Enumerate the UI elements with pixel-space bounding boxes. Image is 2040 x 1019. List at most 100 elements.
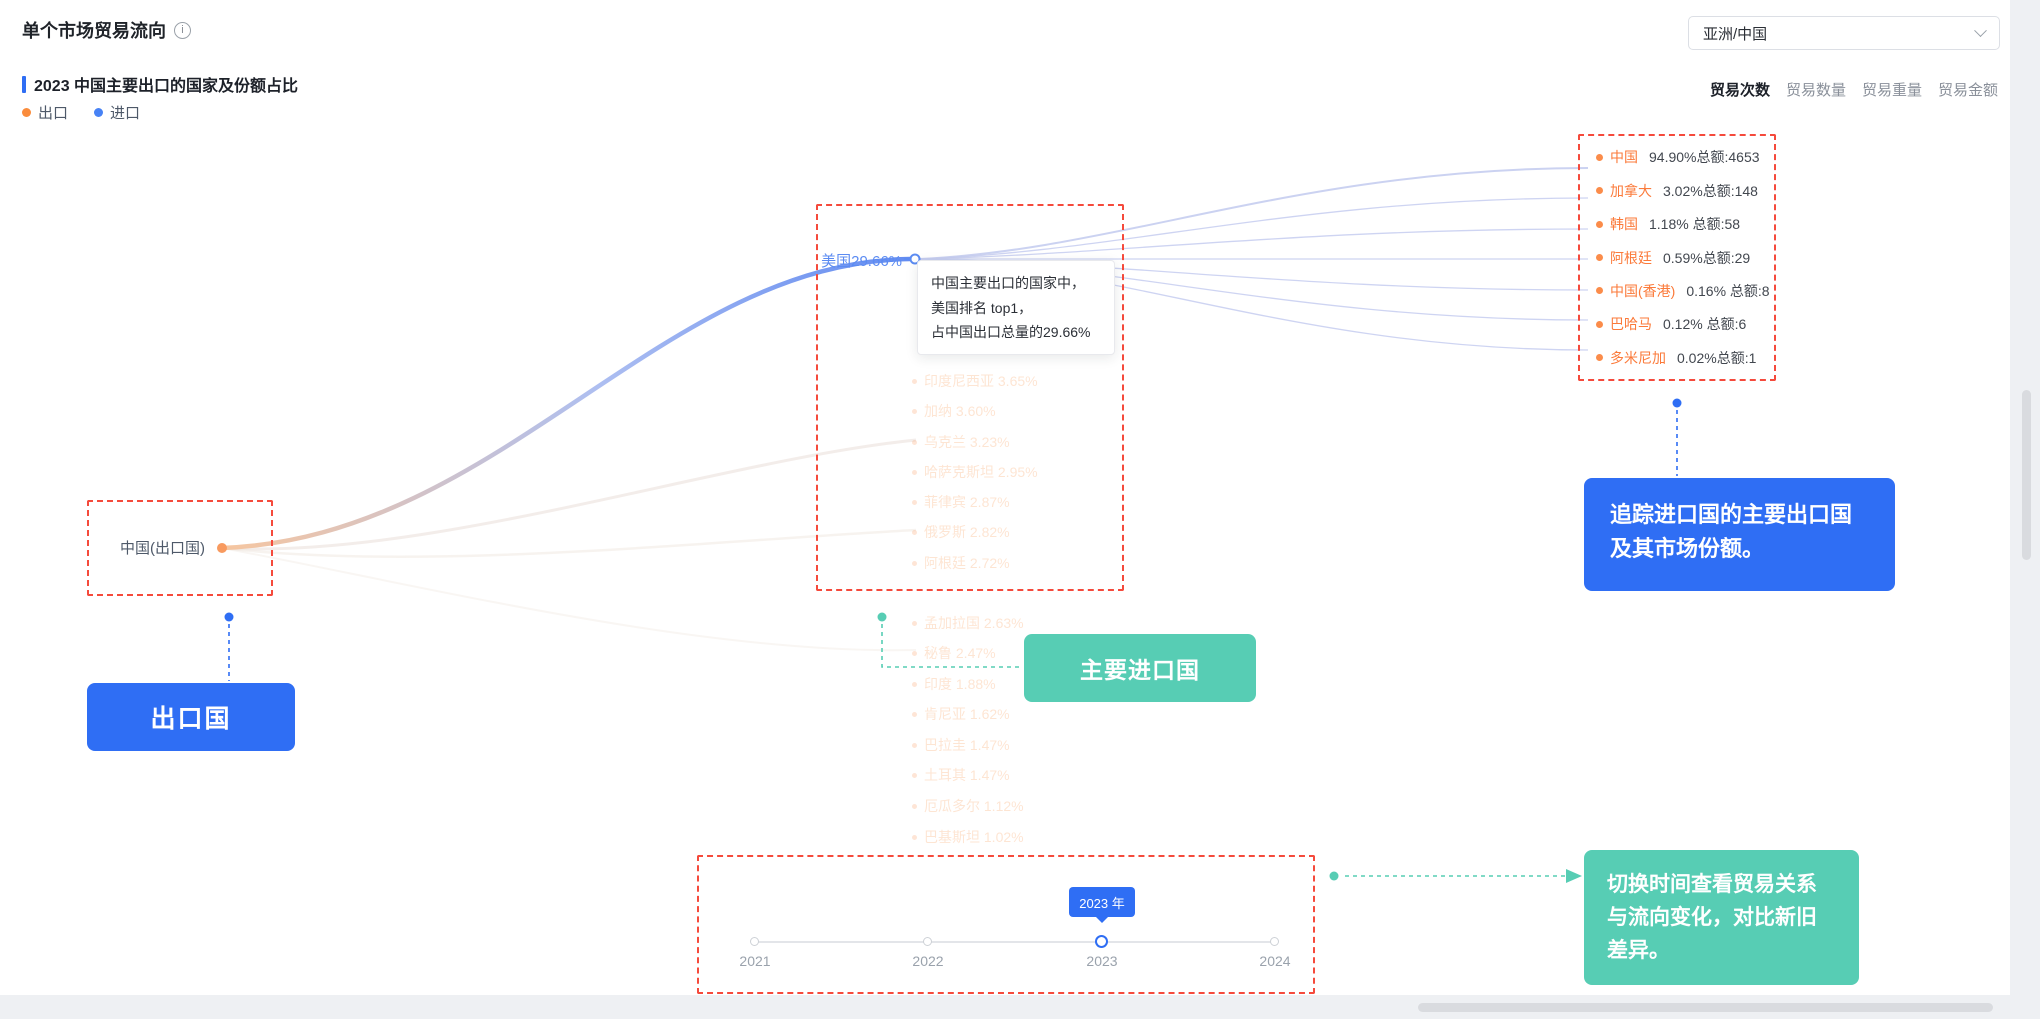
year-label-2024: 2024: [1259, 953, 1291, 969]
faded-importer-label: 秘鲁 2.47%: [924, 645, 996, 661]
faded-importer-row: 秘鲁 2.47%: [912, 643, 996, 663]
timeline-tick-2023[interactable]: [1095, 935, 1108, 948]
legend-import-label: 进口: [110, 105, 141, 122]
faded-importer-row: 哈萨克斯坦 2.95%: [912, 462, 1038, 482]
legend-import[interactable]: 进口: [94, 102, 140, 123]
tab-trade-amount[interactable]: 贸易金额: [1937, 82, 1998, 99]
tab-trade-count[interactable]: 贸易次数: [1709, 82, 1770, 99]
faded-flow-line: [221, 438, 917, 551]
metric-tabs: 贸易次数 贸易数量 贸易重量 贸易金额: [1710, 79, 1998, 100]
faded-importer-row: 巴基斯坦 1.02%: [912, 827, 1024, 847]
faded-importer-row: 加纳 3.60%: [912, 401, 996, 421]
exporter-connector-dot: [224, 612, 234, 622]
usa-node-label[interactable]: 美国29.66%: [821, 253, 902, 270]
region-select[interactable]: 亚洲/中国: [1688, 16, 2000, 50]
time-note-callout: 切换时间查看贸易关系与流向变化，对比新旧差异。: [1584, 850, 1859, 985]
faded-importer-label: 哈萨克斯坦 2.95%: [924, 464, 1038, 480]
canvas: 单个市场贸易流向 i 亚洲/中国 2023 中国主要出口的国家及份额占比 贸易次…: [22, 16, 2031, 1012]
destination-detail: 0.59%总额:29: [1663, 249, 1751, 266]
year-label-2022: 2022: [912, 953, 944, 969]
destination-detail: 0.02%总额:1: [1677, 349, 1757, 366]
importer-connector-dot: [877, 612, 887, 622]
bullet-dot-icon: [912, 772, 917, 778]
time-connector-arrow-icon: [1566, 869, 1582, 883]
destination-name: 韩国: [1610, 216, 1638, 233]
year-label-2021: 2021: [739, 953, 771, 969]
destination-row[interactable]: 中国(香港)0.16% 总额:8: [1596, 281, 1776, 301]
selected-year-badge[interactable]: 2023 年: [1069, 887, 1135, 923]
timeline-track[interactable]: [755, 941, 1275, 943]
faded-importer-label: 俄罗斯 2.82%: [924, 524, 1010, 540]
faded-importer-label: 阿根廷 2.72%: [924, 555, 1010, 571]
year-label-2023: 2023: [1086, 953, 1118, 969]
bullet-dot-icon: [912, 378, 917, 384]
faded-importer-row: 俄罗斯 2.82%: [912, 522, 1010, 542]
legend-export-label: 出口: [38, 105, 69, 122]
bullet-dot-icon: [1596, 220, 1603, 228]
exporter-highlight-frame: [87, 500, 273, 596]
tab-trade-quantity[interactable]: 贸易数量: [1785, 82, 1846, 99]
bullet-dot-icon: [912, 560, 917, 566]
info-icon[interactable]: i: [174, 21, 191, 39]
faded-importer-row: 厄瓜多尔 1.12%: [912, 796, 1024, 816]
bullet-dot-icon: [912, 803, 917, 809]
chart-subtitle: 2023 中国主要出口的国家及份额占比: [34, 78, 299, 95]
legend-export[interactable]: 出口: [22, 102, 68, 123]
faded-importer-label: 乌克兰 3.23%: [924, 434, 1010, 450]
bullet-dot-icon: [1596, 254, 1603, 261]
faded-importer-label: 巴基斯坦 1.02%: [924, 829, 1024, 845]
import-dot-icon: [94, 108, 104, 117]
faded-importer-label: 巴拉圭 1.47%: [924, 737, 1010, 753]
faded-importer-row: 巴拉圭 1.47%: [912, 735, 1010, 755]
bullet-dot-icon: [912, 742, 917, 748]
timeline-tick-2022[interactable]: [923, 937, 932, 946]
bullet-dot-icon: [1596, 187, 1603, 195]
horizontal-scrollbar[interactable]: [1418, 1003, 1993, 1012]
bullet-dot-icon: [912, 439, 917, 445]
faded-flow-line: [221, 547, 917, 652]
faded-importer-row: 印度 1.88%: [912, 674, 996, 694]
bullet-dot-icon: [912, 408, 917, 414]
faded-importer-label: 孟加拉国 2.63%: [924, 615, 1024, 631]
bullet-dot-icon: [912, 834, 917, 840]
bullet-dot-icon: [912, 469, 917, 475]
bullet-dot-icon: [1596, 287, 1603, 295]
header: 单个市场贸易流向 i: [22, 17, 191, 43]
timeline-tick-2024[interactable]: [1270, 937, 1279, 946]
bullet-dot-icon: [912, 650, 917, 656]
destination-name: 巴哈马: [1610, 316, 1652, 333]
faded-importer-label: 肯尼亚 1.62%: [924, 706, 1010, 722]
importers-highlight-frame: [816, 204, 1124, 591]
main-flow-line: [219, 256, 913, 551]
vertical-scrollbar[interactable]: [2022, 390, 2031, 560]
node-tooltip: 中国主要出口的国家中， 美国排名 top1， 占中国出口总量的29.66%: [917, 260, 1115, 355]
legend: 出口 进口: [22, 102, 140, 123]
bullet-dot-icon: [912, 499, 917, 505]
page-title: 单个市场贸易流向: [22, 21, 166, 41]
faded-importer-row: 乌克兰 3.23%: [912, 432, 1010, 452]
faded-importer-label: 菲律宾 2.87%: [924, 494, 1010, 510]
bullet-dot-icon: [912, 529, 917, 535]
destination-name: 加拿大: [1610, 182, 1652, 199]
timeline-highlight-frame: [697, 855, 1315, 994]
faded-importer-row: 孟加拉国 2.63%: [912, 613, 1024, 633]
faded-importer-label: 厄瓜多尔 1.12%: [924, 798, 1024, 814]
exporter-node-label[interactable]: 中国(出口国): [120, 540, 205, 557]
faded-importer-row: 肯尼亚 1.62%: [912, 704, 1010, 724]
region-select-value: 亚洲/中国: [1703, 25, 1768, 43]
bullet-dot-icon: [1596, 153, 1603, 161]
faded-importer-row: 印度尼西亚 3.65%: [912, 371, 1038, 391]
destination-name: 中国(香港): [1610, 282, 1676, 299]
faded-importer-row: 菲律宾 2.87%: [912, 492, 1010, 512]
bullet-dot-icon: [1596, 320, 1603, 328]
tab-trade-weight[interactable]: 贸易重量: [1861, 82, 1922, 99]
timeline-tick-2021[interactable]: [750, 937, 759, 946]
